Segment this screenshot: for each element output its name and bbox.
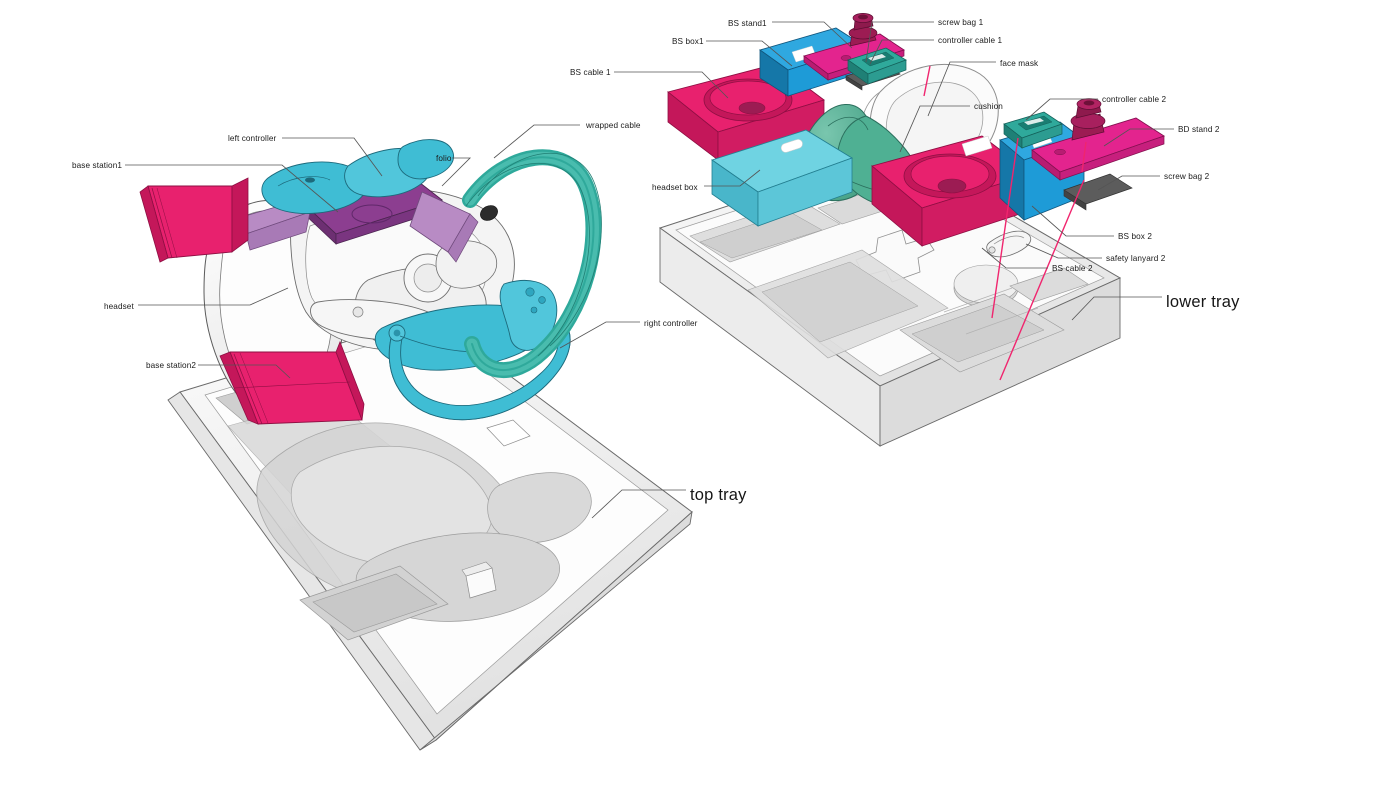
callout-label-folio: folio bbox=[436, 154, 452, 163]
callout-label-cushion: cushion bbox=[974, 102, 1003, 111]
callout-label-bs-stand-1: BS stand1 bbox=[728, 19, 767, 28]
leader-lines bbox=[125, 21, 1174, 519]
callout-label-bs-cable-1: BS cable 1 bbox=[570, 68, 611, 77]
callout-label-headset-box: headset box bbox=[652, 183, 698, 192]
callout-label-bd-stand-2: BD stand 2 bbox=[1178, 125, 1220, 134]
callout-label-base-station-1: base station1 bbox=[72, 161, 123, 170]
callout-label-screw-bag-2: screw bag 2 bbox=[1164, 172, 1210, 181]
callout-label-base-station-2: base station2 bbox=[146, 361, 197, 370]
callout-label-wrapped-cable: wrapped cable bbox=[586, 121, 641, 130]
wrapped-cable bbox=[462, 149, 602, 379]
callout-label-bs-cable-2: BS cable 2 bbox=[1052, 264, 1093, 273]
base-station-1 bbox=[139, 177, 249, 263]
headset-box bbox=[710, 129, 854, 227]
bd-stand-2 bbox=[1031, 98, 1166, 181]
controller-cable-1 bbox=[847, 47, 907, 85]
callout-label-left-controller: left controller bbox=[228, 134, 277, 143]
callout-label-controller-cable-1: controller cable 1 bbox=[938, 36, 1003, 45]
callout-label-safety-lanyard-2: safety lanyard 2 bbox=[1106, 254, 1166, 263]
callout-label-screw-bag-1: screw bag 1 bbox=[938, 18, 984, 27]
callout-label-lower-tray: lower tray bbox=[1166, 293, 1240, 311]
top-tray-foam bbox=[167, 315, 693, 751]
callout-label-controller-cable-2: controller cable 2 bbox=[1102, 95, 1167, 104]
right-controller bbox=[374, 280, 571, 421]
callout-label-bs-box-1: BS box1 bbox=[672, 37, 704, 46]
callout-label-right-controller: right controller bbox=[644, 319, 698, 328]
base-station-2 bbox=[219, 340, 365, 425]
callout-label-face-mask: face mask bbox=[1000, 59, 1039, 68]
bs-cable-2 bbox=[871, 135, 1033, 247]
top-tray-group bbox=[139, 139, 693, 751]
lower-tray-foam bbox=[658, 149, 1122, 447]
lower-tray-group bbox=[658, 13, 1166, 447]
callout-label-headset: headset bbox=[104, 302, 134, 311]
controller-cable-2 bbox=[1003, 111, 1063, 149]
callout-label-bs-box-2: BS box 2 bbox=[1118, 232, 1153, 241]
safety-lanyard-2 bbox=[986, 230, 1032, 258]
assembly-guide-lines bbox=[923, 65, 1087, 381]
left-controller bbox=[261, 139, 454, 214]
callout-label-top-tray: top tray bbox=[690, 486, 747, 504]
